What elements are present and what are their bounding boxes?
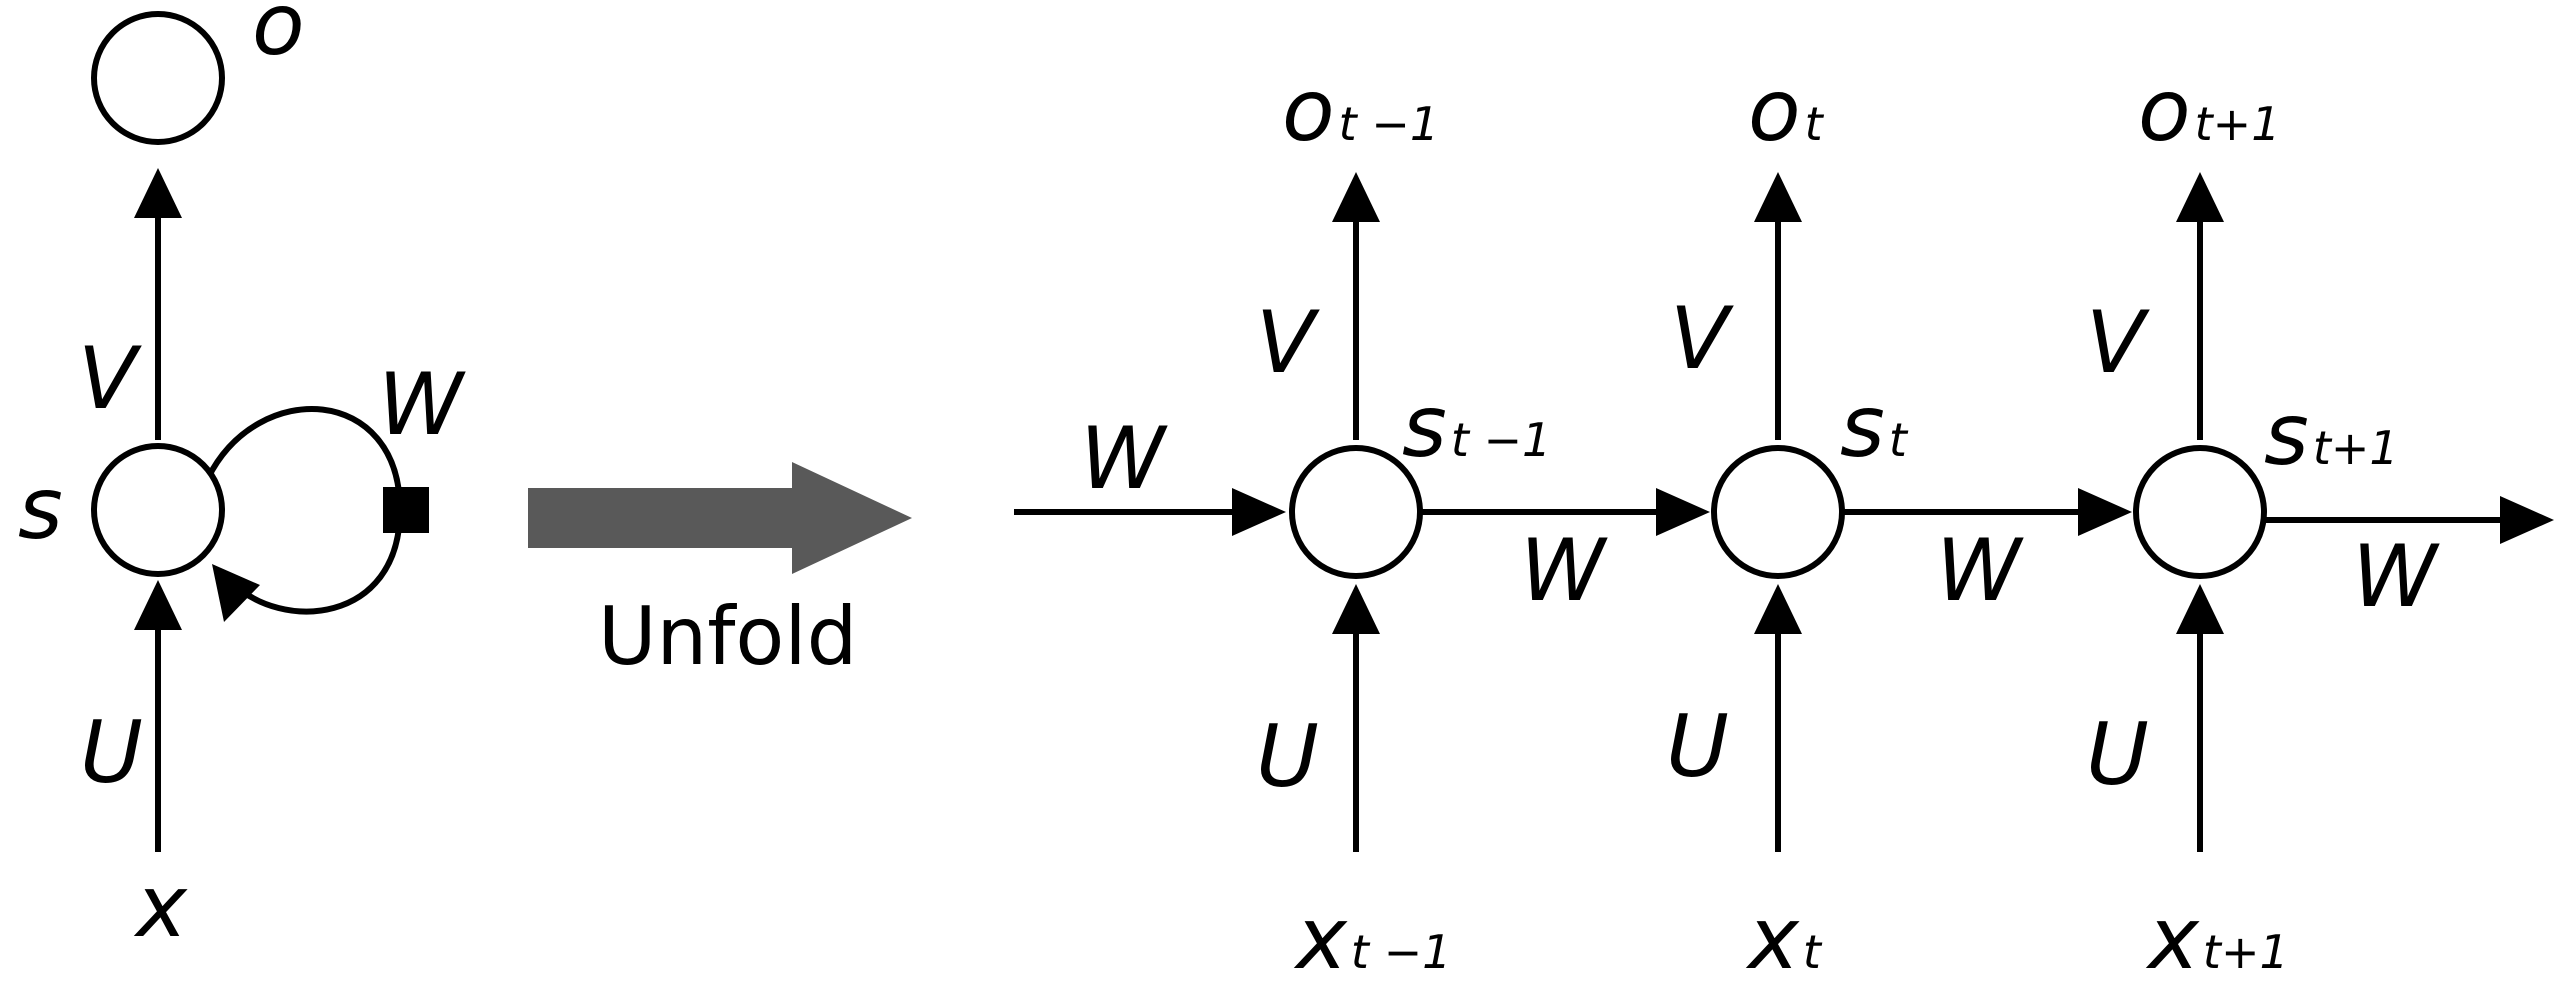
output-label: ot <box>1748 61 1825 161</box>
w-arrowhead <box>2500 496 2554 544</box>
w-arrowhead <box>1656 488 1710 536</box>
unfold-label: Unfold <box>598 590 857 683</box>
folded-output-label: o <box>252 0 305 75</box>
folded-state-node <box>91 443 225 577</box>
output-label: ot −1 <box>1282 61 1439 161</box>
w-label: W <box>2352 527 2440 627</box>
u-arrowhead <box>1332 584 1380 634</box>
unfolded-rnn: W ot −1 V st −1 U xt −1 W <box>1014 61 2554 982</box>
u-label: U <box>1666 697 1729 797</box>
folded-delay-box <box>383 487 429 533</box>
input-label: xt+1 <box>2145 889 2289 982</box>
v-label: V <box>2086 293 2150 393</box>
folded-output-node <box>91 11 225 145</box>
state-label: st −1 <box>1402 377 1551 477</box>
state-label: st <box>1840 377 1909 477</box>
folded-recurrent-arrowhead <box>212 564 260 622</box>
incoming-w-label: W <box>1080 409 1168 509</box>
incoming-w-arrowhead <box>1232 488 1286 536</box>
u-label: U <box>2086 705 2149 805</box>
folded-state-label: s <box>18 459 63 559</box>
v-label: V <box>1256 293 1320 393</box>
w-arrowhead <box>2078 488 2132 536</box>
w-label: W <box>1520 521 1608 621</box>
u-label: U <box>1256 707 1319 807</box>
output-label: ot+1 <box>2138 61 2280 161</box>
state-node <box>1711 445 1845 579</box>
folded-v-label: V <box>78 329 142 429</box>
step-t-plus-1: ot+1 V st+1 U xt+1 W <box>2086 61 2554 982</box>
folded-u-label: U <box>80 703 143 803</box>
v-label: V <box>1670 289 1734 389</box>
u-arrowhead <box>2176 584 2224 634</box>
u-arrowhead <box>1754 584 1802 634</box>
unfold-arrow <box>528 462 912 574</box>
v-arrowhead <box>2176 172 2224 222</box>
input-label: xt −1 <box>1293 889 1451 982</box>
input-label: xt <box>1745 889 1823 982</box>
folded-w-label: W <box>378 355 466 455</box>
w-label: W <box>1936 521 2024 621</box>
folded-v-arrowhead <box>134 168 182 218</box>
v-arrowhead <box>1754 172 1802 222</box>
step-t: ot V st U xt W <box>1666 61 2132 982</box>
unfold-transition: Unfold <box>528 462 912 683</box>
state-node <box>2133 445 2267 579</box>
folded-u-arrowhead <box>134 580 182 630</box>
v-arrowhead <box>1332 172 1380 222</box>
state-node <box>1289 445 1423 579</box>
folded-rnn: o V W s U x <box>18 0 466 957</box>
state-label: st+1 <box>2264 385 2399 485</box>
step-t-minus-1: ot −1 V st −1 U xt −1 W <box>1256 61 1710 982</box>
folded-input-label: x <box>133 857 188 957</box>
